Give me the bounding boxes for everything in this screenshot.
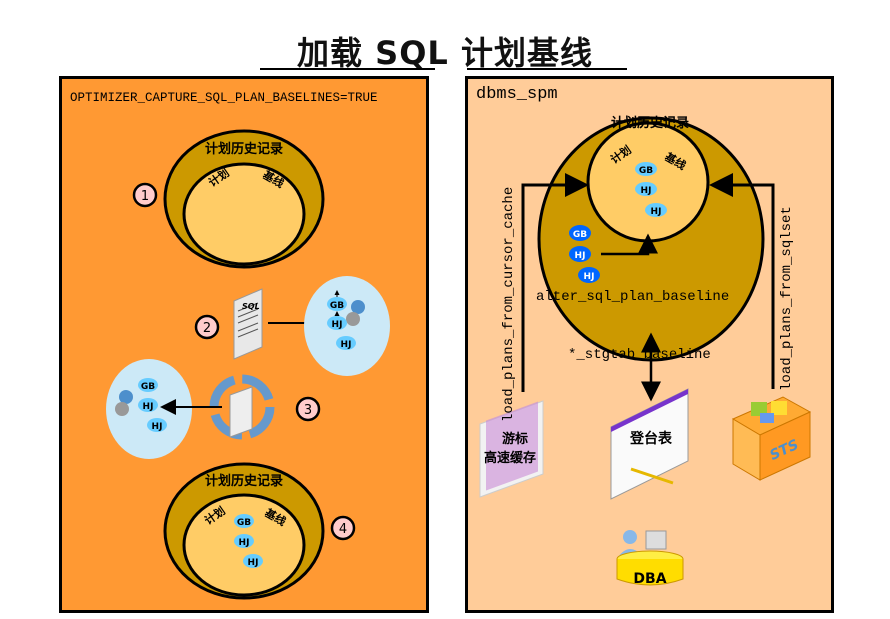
baseline-node-gb: GB — [639, 166, 653, 176]
load-cursor-arrow — [521, 173, 589, 392]
left-panel-auto-capture: OPTIMIZER_CAPTURE_SQL_PLAN_BASELINES=TRU… — [59, 76, 429, 613]
load-plans-from-sqlset-label: load_plans_from_sqlset — [779, 206, 795, 391]
step-2-badge: 2 — [194, 314, 220, 340]
title-underline-right — [467, 68, 627, 70]
cursor-cache-label-1: 游标 — [502, 431, 528, 447]
cursor-cache-icon — [479, 400, 544, 498]
step-2-label: 2 — [203, 321, 211, 336]
staging-table-label: 登台表 — [629, 430, 673, 447]
step-4-label: 4 — [339, 522, 347, 537]
plan-bubble-1 — [304, 276, 390, 376]
plan-tree-1 — [327, 290, 356, 350]
right-diagram: 计划历史记录 计划 基线 GB HJ HJ GB HJ HJ 游标 高速缓存 登… — [479, 115, 812, 587]
dba-label: DBA — [633, 571, 666, 587]
sts-box-icon — [731, 396, 812, 481]
plan-node-hj: HJ — [575, 251, 586, 261]
step-4-badge: 4 — [330, 515, 356, 541]
sql-document-label: SQL — [242, 302, 260, 311]
step-1-badge: 1 — [132, 182, 158, 208]
plan-2-node-hj: HJ — [143, 402, 154, 412]
plan-history-bottom — [163, 462, 325, 600]
alter-arrow — [601, 233, 658, 256]
recycle-sql-icon — [209, 374, 275, 440]
alter-sql-plan-baseline-label: alter_sql_plan_baseline — [536, 289, 730, 305]
left-diagram: 计划历史记录 计划 基线 1 SQL 2 GB H — [106, 129, 390, 600]
plan-node-gb: GB — [573, 230, 587, 240]
right-panel-manual-load: dbms_spm 计划历史记录 计划 基线 GB HJ HJ GB HJ HJ — [465, 76, 834, 613]
baseline-node-hj-2: HJ — [651, 207, 662, 217]
dba-icon — [616, 530, 684, 586]
title-underline-left — [260, 68, 435, 70]
step-3-badge: 3 — [295, 396, 321, 422]
plan-history-bottom-label: 计划历史记录 — [205, 473, 283, 489]
plan-history-top — [163, 129, 325, 269]
plan-2-node-gb: GB — [141, 382, 155, 392]
staging-table-icon — [610, 388, 689, 500]
gear-icon — [346, 300, 365, 326]
plan-1-node-hj: HJ — [332, 320, 343, 330]
plan-node-hj-2: HJ — [584, 272, 595, 282]
bottom-node-hj: HJ — [239, 538, 250, 548]
stgtab-baseline-label: *_stgtab_baseline — [568, 347, 711, 363]
baseline-node-hj: HJ — [641, 186, 652, 196]
plan-history-top-label: 计划历史记录 — [205, 141, 283, 157]
plan-1-node-gb: GB — [330, 301, 344, 311]
step-1-label: 1 — [141, 189, 149, 204]
plan-2-node-hj-2: HJ — [152, 422, 163, 432]
sql-document-icon — [233, 288, 263, 360]
capture-parameter: OPTIMIZER_CAPTURE_SQL_PLAN_BASELINES=TRU… — [70, 91, 378, 105]
load-plans-from-cursor-cache-label: load_plans_from_cursor_cache — [501, 186, 517, 422]
package-name: dbms_spm — [476, 85, 558, 104]
bottom-node-hj-2: HJ — [248, 558, 259, 568]
gear-icon — [115, 390, 133, 416]
cursor-cache-label-2: 高速缓存 — [484, 450, 536, 466]
step-3-label: 3 — [304, 403, 312, 418]
plan-tree-2 — [138, 378, 167, 432]
plan-history-dbms-label: 计划历史记录 — [611, 115, 689, 131]
bottom-node-gb: GB — [237, 518, 251, 528]
page-title: 加载 SQL 计划基线 — [297, 34, 593, 72]
load-sqlset-arrow — [709, 173, 775, 389]
plan-1-node-hj-2: HJ — [341, 340, 352, 350]
